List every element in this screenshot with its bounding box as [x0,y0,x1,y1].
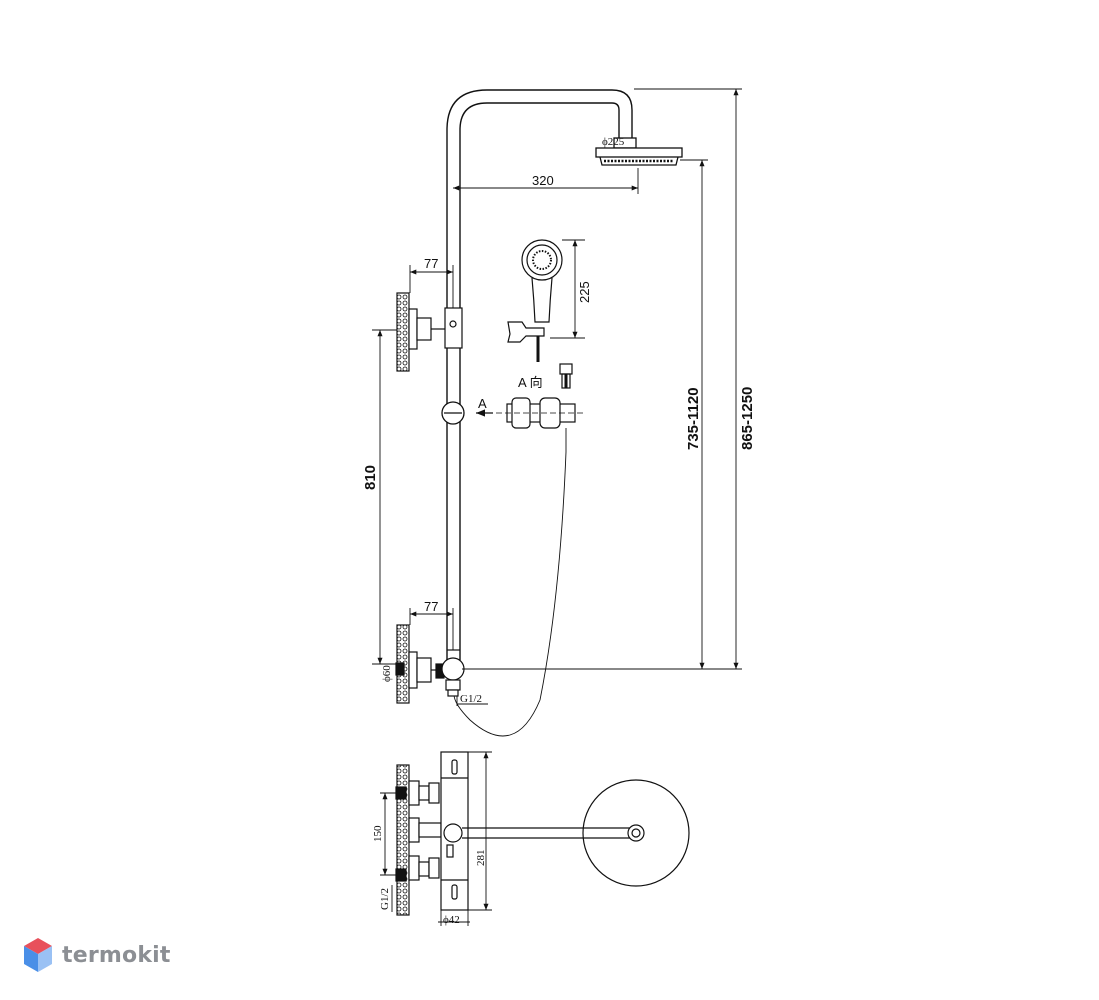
upper-wall-bracket [396,292,463,372]
inlet-thread-bottom-label: G1/2 [379,888,391,910]
inlet-spacing-label: 150 [372,825,384,842]
inlet-thread-label: G1/2 [460,693,482,705]
lower-bracket-dimension [409,608,488,706]
cube-icon [24,938,52,972]
hand-shower-length-dimension [550,239,585,339]
bar-height-label: 810 [362,465,379,490]
thermostat-mixer-side-view [395,751,690,916]
upper-bracket-dimension [409,265,454,308]
mixer-dimensions [380,751,492,926]
logo-text: termokit [62,942,171,968]
overhead-shower-head [595,137,683,166]
riser-pipe [446,89,633,660]
slider-detail [453,397,585,737]
height-dimensions [462,88,742,670]
hand-shower-length-label: 225 [577,281,592,303]
view-arrow-label: A [478,396,487,411]
connection-diameter-label: ϕ60 [381,665,393,682]
arm-reach-dimension [453,168,639,194]
body-height-label: 281 [475,850,487,867]
bar-height-dimension [372,329,397,665]
termokit-logo: termokit [22,935,171,975]
view-direction-label: A 向 [518,375,543,390]
body-diameter-label: ϕ42 [443,914,460,926]
lower-bracket-offset-label: 77 [424,599,438,614]
shower-head-diameter-label: ϕ225 [602,136,625,148]
arm-reach-label: 320 [532,173,554,188]
lower-wall-bracket [395,624,465,704]
bar-slider [441,401,493,425]
hand-shower [507,239,563,362]
upper-bracket-offset-label: 77 [424,256,438,271]
total-height-range-label: 865-1250 [739,387,756,450]
head-height-range-label: 735-1120 [685,387,702,450]
hose-connector [559,363,573,389]
